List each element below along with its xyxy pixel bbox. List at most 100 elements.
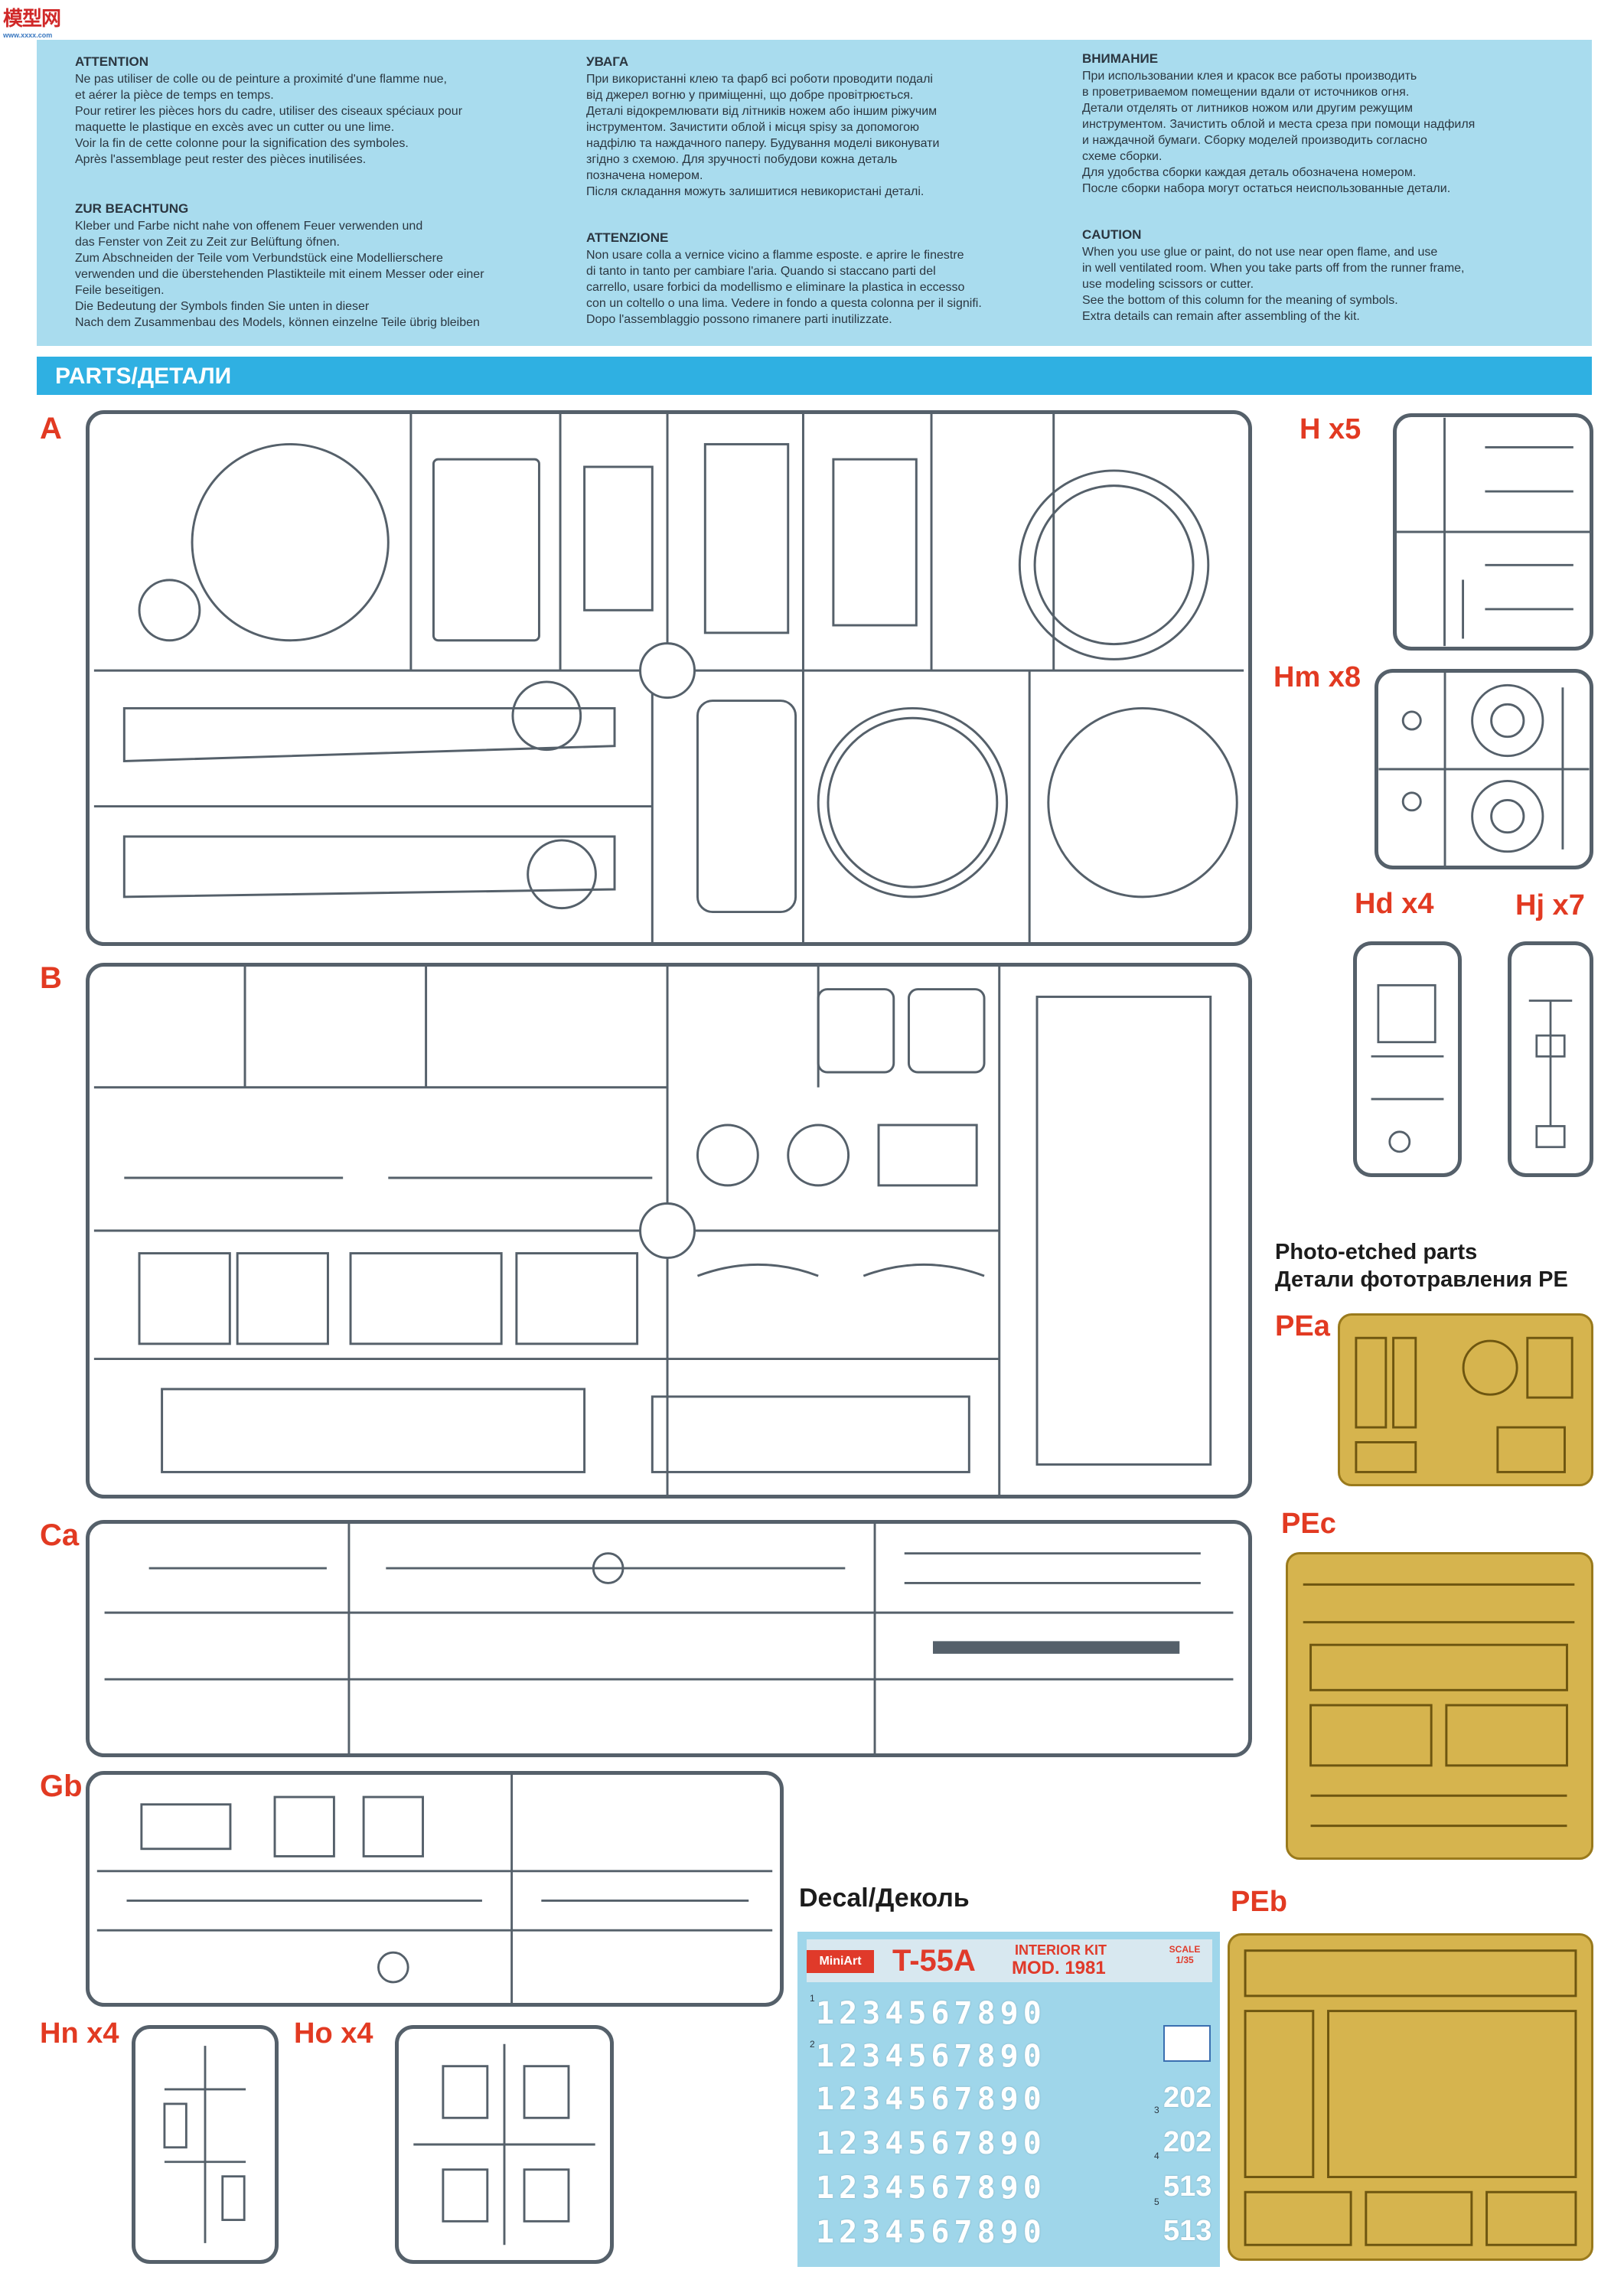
warning-line: После сборки набора могут остаться неисп… [1082,182,1451,195]
decal-side-number: 202 [1163,2126,1212,2158]
warning-it-title: ATTENZIONE [586,230,669,245]
warning-line: di tanto in tanto per cambiare l'aria. Q… [586,265,936,278]
warning-line: Ne pas utiliser de colle ou de peinture … [75,73,447,86]
warning-line: інструментом. Зачистити облой і місця sp… [586,121,920,134]
sprue-hn-label: Hn x4 [40,2017,119,2050]
warning-line: use modeling scissors or cutter. [1082,278,1254,291]
warning-line: схеме сборки. [1082,150,1163,163]
warnings-panel: ATTENTION Ne pas utiliser de colle ou de… [37,40,1592,346]
warning-line: das Fenster von Zeit zu Zeit zur Belüftu… [75,236,340,249]
sprue-ho-label: Ho x4 [294,2017,373,2050]
warning-line: maquette le plastique en excès avec un c… [75,121,395,134]
sprue-ho-drawing [413,2043,595,2245]
warning-line: При использовании клея и красок все рабо… [1082,70,1417,83]
warning-line: надфілю та наждачного паперу. Будування … [586,137,940,150]
warning-line: від джерел вогню у приміщенні, що добре … [586,89,914,102]
decal-title: T-55A [892,1944,976,1978]
warning-line: Nach dem Zusammenbau des Models, können … [75,316,480,329]
warning-ua: УВАГА При використанні клею та фарб всі … [586,54,1061,200]
sprue-hj-frame [1508,941,1593,1177]
pe-a-drawing [1355,1336,1573,1473]
decal-subtitle-1: INTERIOR KIT [1015,1942,1107,1958]
decal-index: 1 [810,1993,815,2004]
warning-line: See the bottom of this column for the me… [1082,294,1398,307]
warning-line: carrello, usare forbici da modellismo e … [586,281,965,294]
pe-b-label: PEb [1231,1886,1287,1918]
warning-line: Non usare colla a vernice vicino a flamm… [586,249,964,262]
decal-subtitle-2: MOD. 1981 [1012,1958,1106,1978]
sprue-a-frame [86,410,1252,946]
pe-a-label: PEa [1275,1310,1330,1342]
decal-side-number: 513 [1163,2215,1212,2247]
warning-line: con un coltello o una lima. Vedere in fo… [586,297,982,310]
sprue-hm-frame [1375,669,1593,869]
watermark-brand: 模型网 [3,7,61,30]
pe-c-drawing [1303,1583,1575,1828]
site-watermark: 模型网 www.xxxx.com [3,3,61,39]
decal-digit-row: 1234567890 [816,2126,1046,2161]
warning-line: in well ventilated room. When you take p… [1082,262,1465,275]
decal-side-number: 202 [1163,2082,1212,2114]
sprue-hj-drawing [1528,1000,1573,1149]
sprue-ca-drawing [104,1524,1234,1753]
warning-fr-title: ATTENTION [75,54,149,69]
pe-c-plate [1286,1552,1593,1860]
pe-heading-ru: Детали фототравления PE [1275,1267,1568,1292]
decal-digit-row: 1234567890 [816,2082,1046,2117]
warning-line: Деталі відокремлювати від літників ножем… [586,105,938,118]
watermark-site: www.xxxx.com [3,31,53,39]
warning-ua-title: УВАГА [586,54,629,69]
sprue-b-frame [86,963,1252,1499]
decal-digit-row: 1234567890 [816,2039,1046,2074]
warning-line: позначена номером. [586,169,703,182]
sprue-h-frame [1393,413,1593,651]
decal-index: 2 [810,2039,815,2050]
warning-de-title: ZUR BEACHTUNG [75,201,189,216]
sprue-ca-label: Ca [40,1518,80,1552]
decal-index: 5 [1154,2197,1159,2207]
sprue-b-label: B [40,961,62,995]
warning-line: Voir la fin de cette colonne pour la sig… [75,137,409,150]
sprue-hd-label: Hd x4 [1355,888,1434,920]
decal-header: MiniArt T-55A INTERIOR KIT MOD. 1981 SCA… [807,1939,1212,1982]
warning-it: ATTENZIONE Non usare colla a vernice vic… [586,230,1061,328]
sprue-gb-frame [86,1771,784,2007]
sprue-h-drawing [1397,417,1590,647]
decal-heading: Decal/Деколь [799,1883,970,1913]
warning-line: verwenden und die überstehenden Plastikt… [75,268,484,281]
sprue-a-label: A [40,412,62,445]
sprue-hm-drawing [1378,673,1590,866]
sprue-hd-frame [1353,941,1462,1177]
warning-ru: ВНИМАНИЕ При использовании клея и красок… [1082,51,1572,197]
pe-heading-en: Photo-etched parts [1275,1240,1478,1264]
warning-line: Après l'assemblage peut rester des pièce… [75,153,367,166]
warning-line: Pour retirer les pièces hors du cadre, u… [75,105,463,118]
sprue-gb-label: Gb [40,1769,83,1803]
pe-c-label: PEc [1281,1508,1336,1540]
pe-b-drawing [1244,1949,1577,2246]
decal-digit-row: 1234567890 [816,2170,1046,2206]
decal-digit-row: 1234567890 [816,1996,1046,2031]
decal-brand: MiniArt [807,1950,874,1973]
warning-line: Extra details can remain after assemblin… [1082,310,1360,323]
warning-en-title: CAUTION [1082,227,1142,242]
parts-header-title: PARTS/ДЕТАЛИ [55,364,232,389]
sprue-hj-label: Hj x7 [1515,889,1585,921]
pe-heading: Photo-etched parts Детали фототравления … [1275,1238,1568,1293]
pe-a-plate [1338,1313,1593,1486]
warning-line: Dopo l'assemblaggio possono rimanere par… [586,313,892,326]
warning-line: Kleber und Farbe nicht nahe von offenem … [75,220,423,233]
warning-line: При використанні клею та фарб всі роботи… [586,73,933,86]
warning-fr: ATTENTION Ne pas utiliser de colle ou de… [75,54,565,168]
warning-ru-title: ВНИМАНИЕ [1082,51,1159,66]
sprue-gb-drawing [96,1775,773,2003]
warning-line: и наждачной бумаги. Сборку моделей произ… [1082,134,1427,147]
sprue-hn-drawing [163,2046,246,2243]
warning-line: Після складання можуть залишитися невико… [586,185,925,198]
warning-line: Zum Abschneiden der Teile vom Verbundstü… [75,252,443,265]
sprue-b-drawing [93,967,1212,1495]
warning-line: Детали отделять от литников ножом или др… [1082,102,1413,115]
warning-de: ZUR BEACHTUNG Kleber und Farbe nicht nah… [75,201,565,331]
warning-en: CAUTION When you use glue or paint, do n… [1082,227,1572,325]
sprue-ca-frame [86,1520,1252,1757]
